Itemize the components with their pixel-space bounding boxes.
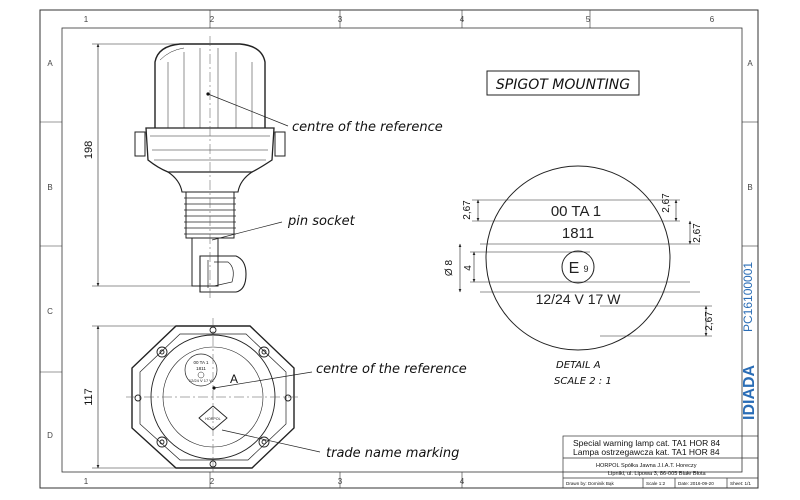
detail-a: 2,67 2,67 2,67 Ø 8 4 2,67 00 TA 1 1811 1… (444, 165, 715, 351)
grid-row-a-right: A (747, 59, 753, 68)
drawn-by: Drawn by: Dominik Bąk (566, 481, 614, 486)
spigot-title: SPIGOT MOUNTING (496, 77, 630, 93)
grid-row-a: A (47, 59, 53, 68)
grid-col-4: 4 (460, 15, 465, 24)
e-mark-number: 9 (583, 264, 588, 274)
detail-caption: DETAIL A (556, 360, 601, 371)
dim-four: 4 (463, 265, 474, 271)
dim-d4: 2,67 (704, 311, 715, 331)
grid-row-d: D (47, 431, 53, 440)
leader-trade-name (221, 429, 321, 453)
mini-voltage: 12/24 V 17 W (189, 378, 213, 383)
grid-row-b: B (47, 183, 52, 192)
marking-code: 00 TA 1 (551, 203, 601, 220)
grid-col-1: 1 (84, 15, 89, 24)
vertical-logo: IDIADA (741, 364, 758, 420)
mini-code: 00 TA 1 (193, 360, 209, 365)
grid-row-b-right: B (747, 183, 752, 192)
grid-col-3-bottom: 3 (338, 477, 343, 486)
label-centre-bottom: centre of the reference (316, 362, 467, 377)
leader-centre-bottom (213, 371, 313, 389)
dimension-198-label: 198 (83, 141, 95, 159)
date-cell: Date: 2016-09-20 (678, 481, 714, 486)
grid-col-6: 6 (710, 15, 715, 24)
scale-cell: Scale 1:2 (646, 481, 666, 486)
company-line-1: HORPOL Spółka Jawna J.I.A.T. Horeczy (596, 463, 697, 469)
grid-col-1-bottom: 1 (84, 477, 89, 486)
title-block (562, 435, 759, 489)
leader-pin-socket (211, 221, 283, 241)
marking-voltage: 12/24 V 17 W (536, 291, 622, 307)
grid-col-2-bottom: 2 (210, 477, 215, 486)
sheet-cell: Sheet: 1/1 (730, 481, 751, 486)
marking-date: 1811 (562, 225, 594, 242)
grid-col-2: 2 (210, 15, 215, 24)
company-line-2: Lipniki, ul. Lipowa 3, 86-005 Białe Błot… (608, 471, 707, 477)
drawing-frame (39, 9, 759, 489)
title-line-2: Lampa ostrzegawcza kat. TA1 HOR 84 (573, 447, 720, 457)
dim-d3: 2,67 (692, 223, 703, 243)
grid-row-c: C (47, 307, 53, 316)
label-pin-socket: pin socket (287, 214, 356, 229)
vertical-code: PC16100001 (741, 262, 755, 332)
dim-dia: Ø 8 (444, 260, 455, 277)
leader-centre-top (207, 93, 289, 127)
title-line-1: Special warning lamp cat. TA1 HOR 84 (573, 438, 720, 448)
dimension-117 (92, 325, 176, 469)
dimension-117-label: 117 (83, 388, 95, 406)
grid-col-5: 5 (586, 15, 591, 24)
grid-col-4-bottom: 4 (460, 477, 465, 486)
dim-d1: 2,67 (462, 200, 473, 220)
spigot-title-box (486, 70, 640, 96)
e-mark-letter: E (569, 260, 580, 277)
mini-date: 1811 (196, 366, 206, 371)
label-trade-name: trade name marking (326, 446, 459, 461)
dim-d2: 2,67 (661, 193, 672, 213)
mini-brand: HORPOL (205, 417, 220, 421)
label-centre-top: centre of the reference (292, 120, 443, 135)
grid-col-3: 3 (338, 15, 343, 24)
scale-caption: SCALE 2 : 1 (554, 376, 612, 387)
dimension-198 (92, 43, 192, 287)
e-mark-circle (561, 250, 595, 284)
detail-letter: A (230, 372, 238, 386)
